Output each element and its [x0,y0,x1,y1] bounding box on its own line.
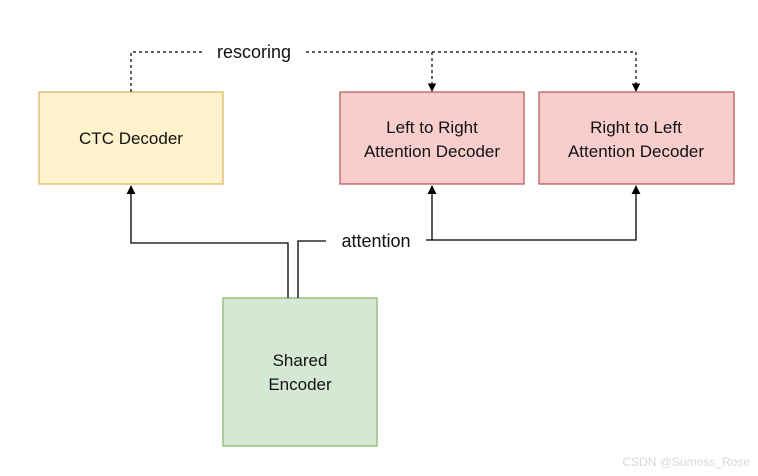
attention-line-to-right-to-left [426,185,641,241]
encoder-to-ctc-edge [126,185,289,298]
right-to-left-decoder-box [538,91,735,185]
attention-label: attention [341,231,410,251]
rescoring-label: rescoring [217,42,291,62]
right-to-left-decoder-label-line1: Right to Left [590,118,682,137]
rescoring-edge: rescoring [130,42,641,92]
attention-edge: attention [297,185,641,298]
shared-encoder-label-line2: Encoder [268,375,332,394]
left-to-right-decoder-box [339,91,525,185]
attention-line-from-encoder [297,240,326,298]
shared-encoder-label-line1: Shared [273,351,328,370]
shared-encoder-node[interactable]: Shared Encoder [222,297,378,447]
rescoring-line [130,51,636,92]
watermark-text: CSDN @Sumoss_Rose [622,455,750,469]
right-to-left-decoder-label-line2: Attention Decoder [568,142,704,161]
right-to-left-decoder-node[interactable]: Right to Left Attention Decoder [538,91,735,185]
ctc-decoder-node[interactable]: CTC Decoder [38,91,224,185]
left-to-right-decoder-label-line1: Left to Right [386,118,478,137]
ctc-decoder-box [38,91,224,185]
left-to-right-decoder-label-line2: Attention Decoder [364,142,500,161]
left-to-right-decoder-node[interactable]: Left to Right Attention Decoder [339,91,525,185]
ctc-decoder-label: CTC Decoder [79,129,183,148]
shared-encoder-box [222,297,378,447]
